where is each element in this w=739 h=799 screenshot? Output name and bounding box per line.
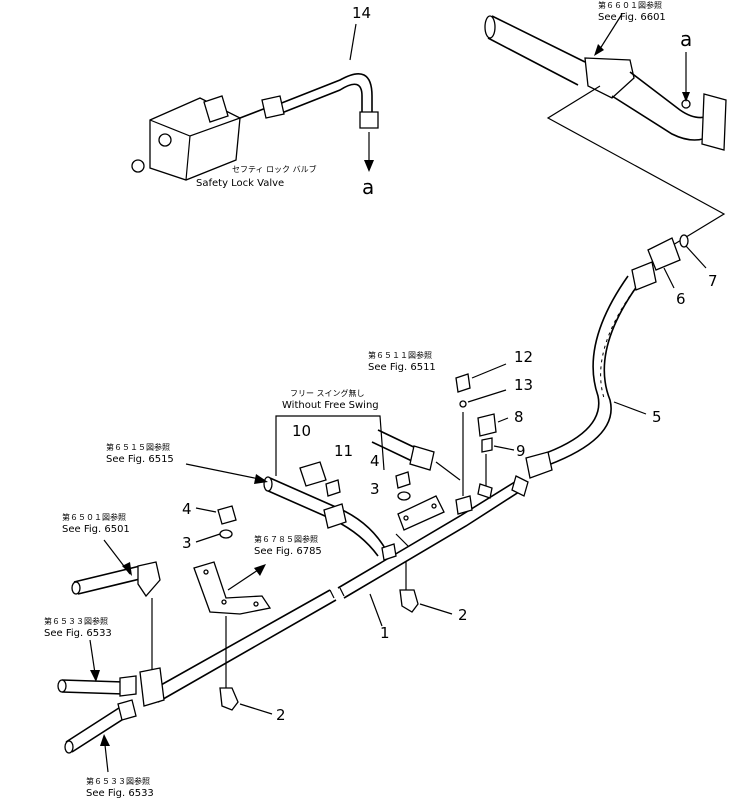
lower-left-parts	[57, 505, 273, 773]
ref-6533a-en: See Fig. 6533	[44, 628, 112, 639]
safety-lock-valve-en: Safety Lock Valve	[196, 178, 284, 189]
without-free-swing-jp: フリー スイング無し	[290, 388, 365, 398]
marker-a-left: a	[362, 175, 374, 199]
ref-6601-jp: 第６６０１図参照	[598, 0, 662, 10]
ref-6501-jp: 第６５０１図参照	[62, 512, 126, 522]
callout-4a: 4	[370, 452, 380, 470]
callout-9: 9	[516, 442, 526, 460]
callout-12: 12	[514, 348, 533, 366]
callout-3b: 3	[182, 534, 192, 552]
callout-13: 13	[514, 376, 533, 394]
callout-11: 11	[334, 442, 353, 460]
hose-14-assembly	[131, 23, 379, 181]
ref-6515-en: See Fig. 6515	[106, 454, 174, 465]
figure-references: 第６６０１図参照 See Fig. 6601 第６５１１図参照 See Fig.…	[44, 0, 666, 799]
callout-2a: 2	[458, 606, 468, 624]
callout-2b: 2	[276, 706, 286, 724]
safety-lock-valve-jp: セフティ ロック バルブ	[232, 164, 317, 174]
callout-5: 5	[652, 408, 662, 426]
ref-6601-en: See Fig. 6601	[598, 12, 666, 23]
hose-5-assembly	[525, 234, 707, 479]
callout-6: 6	[676, 290, 686, 308]
left-branch-pipe	[185, 415, 387, 557]
ref-6533b-jp: 第６５３３図参照	[86, 776, 150, 786]
ref-6785-jp: 第６７８５図参照	[254, 534, 318, 544]
right-branch-parts	[371, 363, 515, 615]
callout-8: 8	[514, 408, 524, 426]
ref-6533b-en: See Fig. 6533	[86, 788, 154, 799]
callout-14: 14	[352, 4, 371, 22]
ref-6533a-jp: 第６５３３図参照	[44, 616, 108, 626]
callout-1: 1	[380, 624, 390, 642]
without-free-swing-en: Without Free Swing	[282, 400, 379, 411]
upper-pipe-assembly	[484, 13, 727, 249]
ref-6511-en: See Fig. 6511	[368, 362, 436, 373]
ref-6501-en: See Fig. 6501	[62, 524, 130, 535]
ref-6785-en: See Fig. 6785	[254, 546, 322, 557]
callout-10: 10	[292, 422, 311, 440]
component-labels: セフティ ロック バルブ Safety Lock Valve フリー スイング無…	[196, 164, 379, 411]
ref-6511-jp: 第６５１１図参照	[368, 350, 432, 360]
callout-4b: 4	[182, 500, 192, 518]
main-pipe-1	[151, 475, 529, 703]
connection-markers: a a	[362, 27, 692, 199]
callout-numbers: 14 7 6 5 12 13 8 9 10 11 4 3 4 3 2 1 2	[182, 4, 718, 724]
marker-a-top: a	[680, 27, 692, 51]
callout-7: 7	[708, 272, 718, 290]
ref-6515-jp: 第６５１５図参照	[106, 442, 170, 452]
callout-3a: 3	[370, 480, 380, 498]
